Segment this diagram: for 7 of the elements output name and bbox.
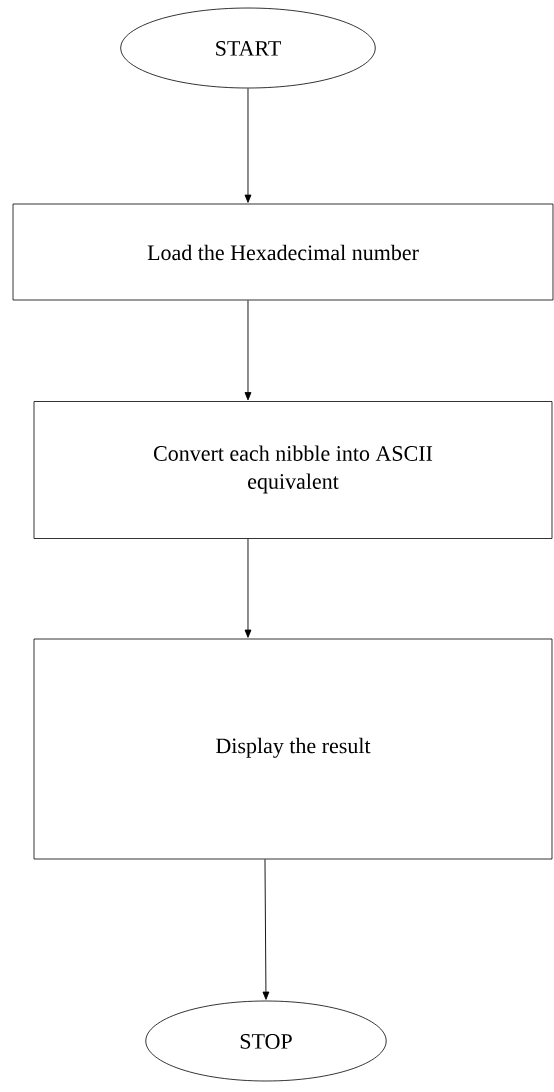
- arrow: [244, 299, 252, 401]
- arrow: [244, 87, 252, 203]
- process-box: Convert each nibble into ASCII equivalent: [33, 401, 553, 539]
- arrow: [244, 538, 252, 638]
- process-box: Display the result: [33, 638, 553, 860]
- arrow: [262, 858, 270, 1000]
- process-box: Load the Hexadecimal number: [12, 203, 554, 301]
